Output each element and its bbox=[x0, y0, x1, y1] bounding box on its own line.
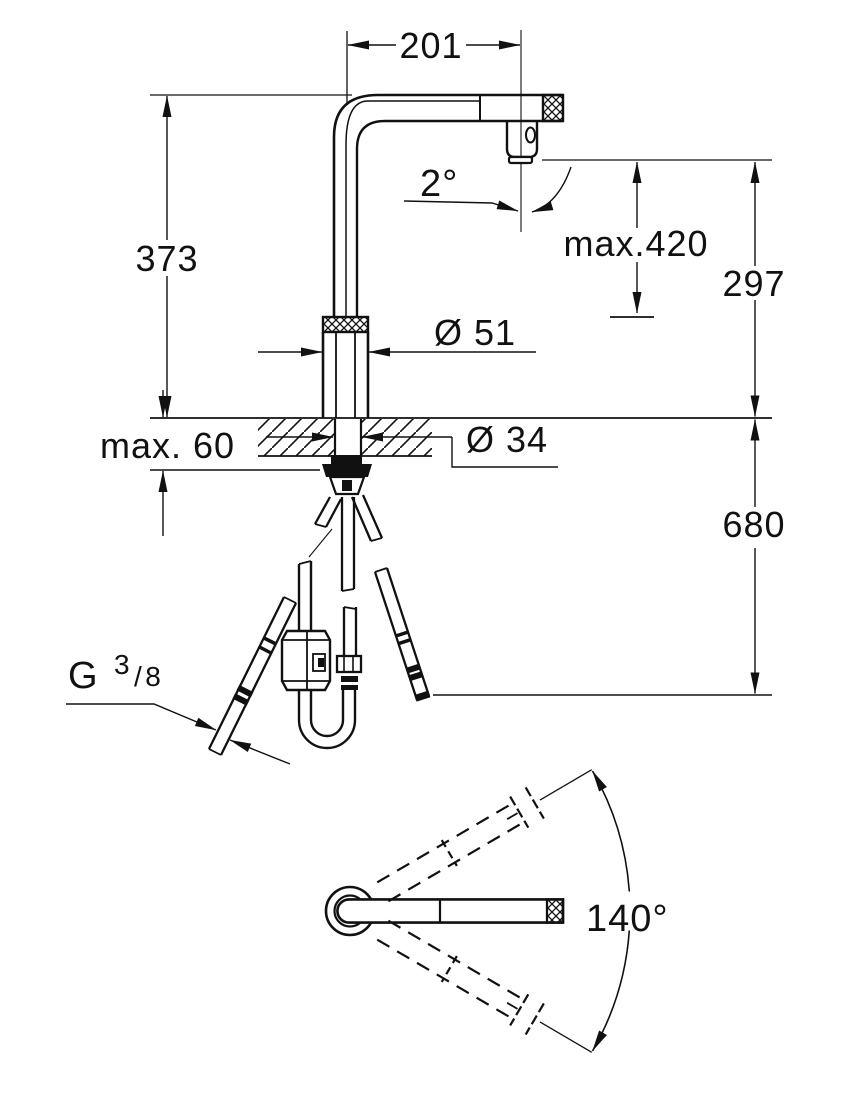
dashed-spout-position-upper bbox=[376, 769, 593, 903]
shank bbox=[333, 419, 363, 456]
thread-denominator: 8 bbox=[145, 661, 162, 692]
thread-leader bbox=[66, 703, 291, 765]
label-hole-diameter: Ø 34 bbox=[466, 419, 548, 460]
label-hose-drop: 680 bbox=[722, 504, 785, 545]
reference-lines bbox=[150, 30, 772, 696]
spray-button bbox=[525, 126, 536, 144]
label-tilt-angle: 2° bbox=[420, 163, 458, 205]
aerator bbox=[507, 155, 534, 165]
supply-hose-right bbox=[373, 567, 431, 702]
label-swivel-angle: 140° bbox=[586, 898, 669, 940]
pullout-hose-assembly bbox=[280, 496, 363, 750]
top-view bbox=[324, 769, 631, 1053]
thread-prefix: G bbox=[68, 655, 99, 697]
dim-max-height bbox=[610, 161, 654, 318]
side-view bbox=[66, 30, 772, 765]
hose-nut bbox=[335, 654, 363, 674]
dim-hole-diameter bbox=[266, 432, 558, 468]
spout-end-cap bbox=[541, 93, 565, 123]
supply-hose-left bbox=[207, 494, 384, 756]
faucet-outline bbox=[321, 93, 565, 456]
spout-top-view bbox=[336, 898, 565, 924]
label-deck-thickness: max. 60 bbox=[100, 425, 235, 466]
dim-tilt-angle bbox=[403, 166, 572, 213]
mounting-hardware bbox=[322, 455, 372, 496]
labels: 201 373 2° max.420 297 Ø 51 max. 60 Ø 34… bbox=[68, 25, 785, 940]
hose-weight bbox=[280, 629, 332, 692]
label-body-diameter: Ø 51 bbox=[434, 312, 516, 353]
handle-band bbox=[321, 315, 370, 334]
label-spout-reach: 201 bbox=[399, 25, 462, 66]
label-height: 373 bbox=[135, 238, 198, 279]
label-thread: G 3 / 8 bbox=[68, 649, 162, 697]
label-outlet-height: 297 bbox=[722, 263, 785, 304]
thread-slash: / bbox=[134, 661, 143, 692]
swivel-arc bbox=[591, 770, 631, 1052]
spray-head bbox=[505, 121, 539, 159]
dashed-spout-position-lower bbox=[376, 919, 593, 1053]
spout-tip-top-view bbox=[545, 898, 565, 924]
thread-numerator: 3 bbox=[114, 649, 131, 680]
label-max-height: max.420 bbox=[563, 223, 708, 264]
dimensions bbox=[66, 40, 760, 765]
